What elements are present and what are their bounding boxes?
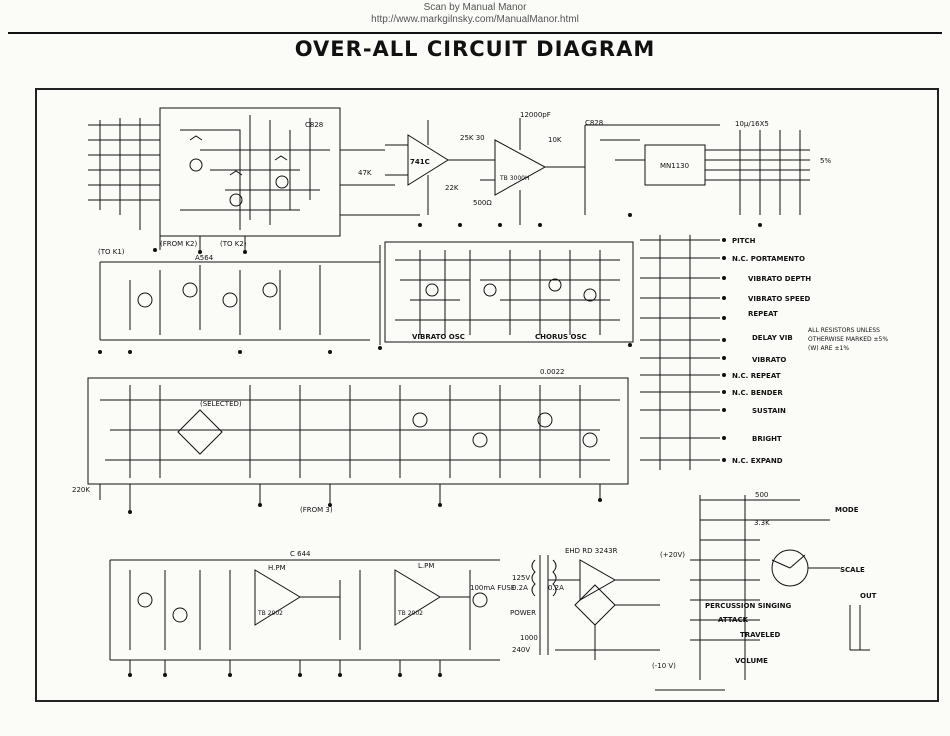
label-r22k: 22K xyxy=(445,184,459,192)
scan-url[interactable]: http://www.markgilnsky.com/ManualManor.h… xyxy=(371,14,579,25)
label-chorus-osc: CHORUS OSC xyxy=(535,333,587,341)
label-percussion: PERCUSSION SINGING xyxy=(705,602,791,610)
label-a564: A564 xyxy=(195,254,214,262)
label-attack: ATTACK xyxy=(718,616,749,624)
switch-label-4: REPEAT xyxy=(748,310,778,318)
label-out: OUT xyxy=(860,592,877,600)
label-lpm: L.PM xyxy=(418,562,434,570)
label-mn1130: MN1130 xyxy=(660,162,689,170)
label-r10k: 10K xyxy=(548,136,562,144)
label-02a-1: 0.2A xyxy=(512,584,528,592)
label-caps: 10μ/16X5 xyxy=(735,120,769,128)
label-tb2002-right: TB 2002 xyxy=(397,610,423,617)
label-power: POWER xyxy=(510,609,536,617)
switch-label-0: PITCH xyxy=(732,237,756,245)
switch-label-2: VIBRATO DEPTH xyxy=(748,275,811,283)
label-selected: (SELECTED) xyxy=(200,400,242,408)
label-125v: 125V xyxy=(512,574,530,582)
label-vcc: (+20V) xyxy=(660,551,685,559)
label-100ma-fuse: 100mA FUSE xyxy=(470,584,515,592)
label-hpm: H.PM xyxy=(268,564,286,572)
switch-label-6: VIBRATO xyxy=(752,356,786,364)
mode-scale-block: MODE SCALE OUT 3.3K 500 PERCUSSION SINGI… xyxy=(652,491,877,691)
label-c644: C 644 xyxy=(290,550,311,558)
label-tb3000h: TB 3000H xyxy=(499,175,529,182)
tolerance-line-3: (W) ARE ±1% xyxy=(808,345,849,352)
label-from-3: (FROM 3) xyxy=(300,506,333,514)
label-r25k: 25K 30 xyxy=(460,134,485,142)
switch-bank: PITCH N.C. PORTAMENTO VIBRATO DEPTH VIBR… xyxy=(640,235,888,470)
schematic-frame xyxy=(35,88,939,702)
terminal-dots xyxy=(98,213,762,677)
label-33k: 3.3K xyxy=(754,519,770,527)
op-amp-741 xyxy=(407,134,449,186)
filter-block: (SELECTED) (FROM 3) 0.0022 220K xyxy=(72,368,629,514)
switch-label-8: N.C. BENDER xyxy=(732,389,783,397)
oscillator-block: A564 VIBRATO OSC CHORUS OSC xyxy=(99,241,634,345)
label-to-k2: (TO K2) xyxy=(220,240,247,248)
label-vee: (-10 V) xyxy=(652,662,676,670)
label-0022: 0.0022 xyxy=(540,368,565,376)
label-12000pf: 12000pF xyxy=(520,111,551,119)
label-tb2002-left: TB 2002 xyxy=(257,610,283,617)
label-500: 500 xyxy=(755,491,768,499)
label-r100: 1000 xyxy=(520,634,538,642)
label-741c: 741C xyxy=(410,158,430,166)
ic-tb3000h xyxy=(494,139,547,196)
label-5pct: 5% xyxy=(820,157,831,165)
label-c828-a: C828 xyxy=(305,121,323,129)
label-ehd: EHD RD 3243R xyxy=(565,547,618,555)
filter-box xyxy=(87,377,629,485)
label-from-k2: (FROM K2) xyxy=(160,240,197,248)
label-vibrato-osc: VIBRATO OSC xyxy=(412,333,465,341)
tone-generator-block: 741C 22K 47K 25K 30 TB 3000H 12000pF 500… xyxy=(88,107,831,256)
label-c828-b: C828 xyxy=(585,119,603,127)
label-500ohm: 500Ω xyxy=(473,199,492,207)
label-240v: 240V xyxy=(512,646,530,654)
diode-bridge xyxy=(177,409,223,455)
regulator xyxy=(579,559,617,601)
scan-credit: Scan by Manual Manor xyxy=(423,2,527,13)
switch-label-3: VIBRATO SPEED xyxy=(748,295,811,303)
label-to-k1: (TO K1) xyxy=(98,248,125,256)
label-r47k: 47K xyxy=(358,169,372,177)
tolerance-line-2: OTHERWISE MARKED ±5% xyxy=(808,336,888,343)
label-220k: 220K xyxy=(72,486,90,494)
tolerance-line-1: ALL RESISTORS UNLESS xyxy=(808,327,880,334)
divider-ic xyxy=(644,144,706,186)
switch-label-5: DELAY VIB xyxy=(752,334,793,342)
switch-label-9: SUSTAIN xyxy=(752,407,786,415)
switch-label-10: BRIGHT xyxy=(752,435,782,443)
page-title: OVER-ALL CIRCUIT DIAGRAM xyxy=(294,37,656,61)
header-rule xyxy=(8,32,942,34)
switch-label-11: N.C. EXPAND xyxy=(732,457,783,465)
switch-label-7: N.C. REPEAT xyxy=(732,372,781,380)
label-volume: VOLUME xyxy=(735,657,768,665)
label-mode: MODE xyxy=(835,506,859,514)
amp-tb2002-left xyxy=(254,569,301,626)
label-traveled: TRAVELED xyxy=(740,631,781,639)
power-supply: 100mA FUSE POWER 125V 240V 0.2A 0.2A EHD… xyxy=(470,547,660,660)
label-scale: SCALE xyxy=(840,566,865,574)
vco-box xyxy=(384,241,634,343)
switch-label-1: N.C. PORTAMENTO xyxy=(732,255,805,263)
amp-block: TB 2002 H.PM TB 2002 L.PM C 644 xyxy=(109,550,500,675)
amp-tb2002-right xyxy=(394,569,441,626)
